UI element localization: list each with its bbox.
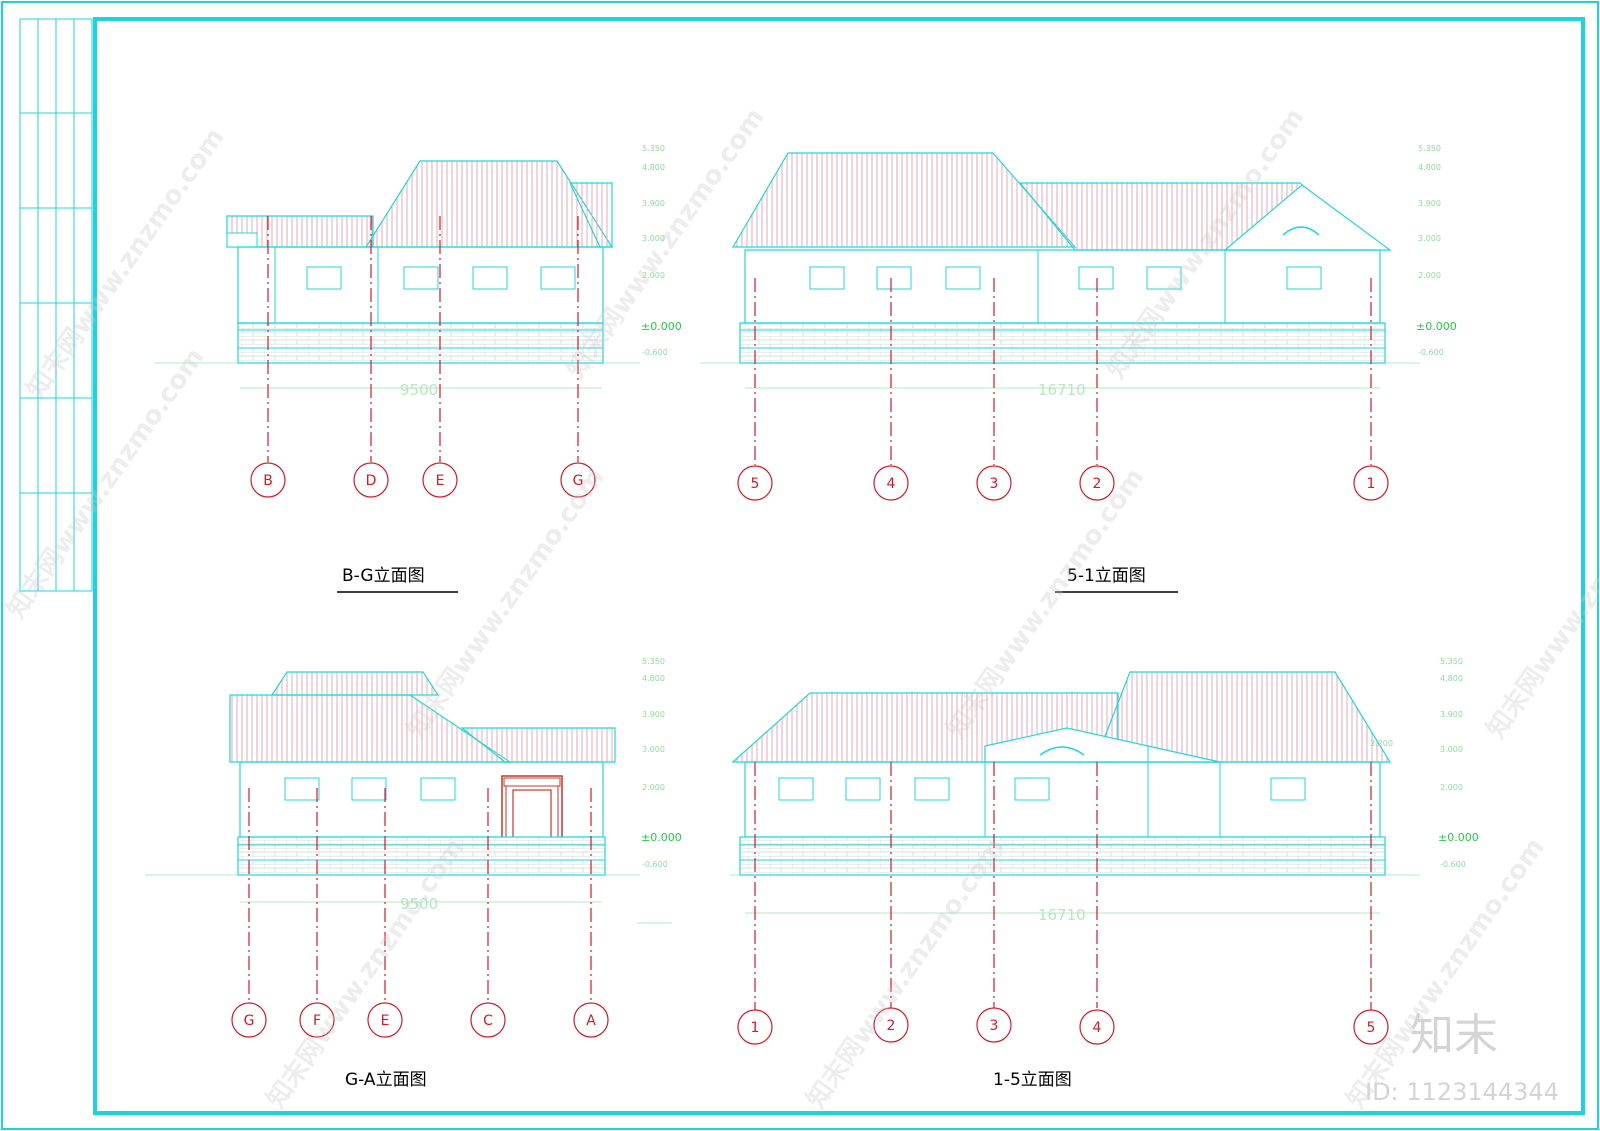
dimension-text: 9500 bbox=[400, 895, 438, 913]
axis-lines bbox=[754, 278, 1372, 465]
image-id: ID: 1123144344 bbox=[1365, 1078, 1559, 1106]
plinth bbox=[739, 322, 1386, 364]
svg-text:2.000: 2.000 bbox=[642, 783, 665, 792]
axis-label: 1 bbox=[1367, 476, 1376, 492]
roof bbox=[569, 182, 613, 248]
axis-lines bbox=[248, 788, 592, 1003]
svg-text:3.900: 3.900 bbox=[1418, 199, 1441, 208]
drawing-title: 5-1立面图 bbox=[1067, 566, 1146, 586]
svg-text:3.900: 3.900 bbox=[642, 710, 665, 719]
svg-text:±0.000: ±0.000 bbox=[1438, 831, 1479, 844]
svg-text:3.200: 3.200 bbox=[1370, 739, 1393, 748]
roof bbox=[364, 160, 614, 248]
axis-label: E bbox=[381, 1013, 390, 1029]
svg-text:3.000: 3.000 bbox=[1440, 745, 1463, 754]
svg-text:5.350: 5.350 bbox=[1418, 144, 1441, 153]
svg-text:2.000: 2.000 bbox=[1418, 271, 1441, 280]
level-marks: 5.350 4.800 3.900 3.000 2.000 ±0.000 -0.… bbox=[641, 657, 682, 869]
svg-text:-0.600: -0.600 bbox=[1440, 860, 1466, 869]
level-marks: 5.350 4.800 3.900 3.200 3.000 2.000 ±0.0… bbox=[1370, 657, 1479, 869]
axis-label: 5 bbox=[1367, 1020, 1376, 1036]
axis-label: G bbox=[573, 473, 584, 489]
axis-label: 4 bbox=[1093, 1020, 1102, 1036]
drawing-title: G-A立面图 bbox=[345, 1070, 427, 1090]
elevation-5-1: 16710 5.350 4.800 3.900 3.000 2.000 ±0.0… bbox=[700, 144, 1457, 593]
axis-label: 3 bbox=[990, 1018, 999, 1034]
dimension-text: 16710 bbox=[1038, 381, 1086, 399]
svg-text:±0.000: ±0.000 bbox=[641, 831, 682, 844]
svg-text:-0.600: -0.600 bbox=[642, 860, 668, 869]
axis-bubbles bbox=[737, 1007, 1389, 1045]
drawing-title: B-G立面图 bbox=[342, 566, 425, 586]
svg-text:4.800: 4.800 bbox=[1418, 163, 1441, 172]
watermark-layer: 知末网www.znzmo.com 知末网www.znzmo.com 知末网www… bbox=[1, 103, 1600, 1114]
svg-text:3.900: 3.900 bbox=[642, 199, 665, 208]
axis-label: B bbox=[263, 473, 273, 489]
dimension-text: 16710 bbox=[1038, 906, 1086, 924]
axis-label: 3 bbox=[990, 476, 999, 492]
elevation-b-g: 9500 5.350 4.800 3.900 3.000 2.000 ±0.00… bbox=[155, 144, 682, 593]
level-marks: 5.350 4.800 3.900 3.000 2.000 ±0.000 -0.… bbox=[641, 144, 682, 357]
axis-label: 2 bbox=[1093, 476, 1102, 492]
axis-bubbles bbox=[737, 465, 1389, 501]
axis-lines bbox=[754, 762, 1372, 1010]
axis-label: A bbox=[586, 1013, 596, 1029]
inner-frame bbox=[93, 17, 1585, 1115]
svg-text:3.000: 3.000 bbox=[642, 234, 665, 243]
svg-text:3.000: 3.000 bbox=[1418, 234, 1441, 243]
svg-text:5.350: 5.350 bbox=[1440, 657, 1463, 666]
plinth bbox=[739, 836, 1386, 876]
svg-text:5.350: 5.350 bbox=[642, 657, 665, 666]
drawing-title: 1-5立面图 bbox=[993, 1070, 1072, 1090]
svg-text:4.800: 4.800 bbox=[642, 674, 665, 683]
plinth bbox=[237, 322, 604, 364]
roof bbox=[270, 671, 440, 696]
dimension-text: 9500 bbox=[400, 381, 438, 399]
svg-text:3.900: 3.900 bbox=[1440, 710, 1463, 719]
axis-bubbles bbox=[231, 1002, 609, 1038]
svg-text:4.800: 4.800 bbox=[642, 163, 665, 172]
plinth bbox=[237, 836, 606, 876]
svg-text:±0.000: ±0.000 bbox=[641, 320, 682, 333]
wall bbox=[744, 249, 1381, 324]
axis-label: E bbox=[436, 473, 445, 489]
svg-text:3.000: 3.000 bbox=[642, 745, 665, 754]
roof bbox=[460, 727, 616, 763]
axis-label: F bbox=[313, 1013, 321, 1029]
svg-text:2.000: 2.000 bbox=[642, 271, 665, 280]
wall bbox=[237, 246, 604, 324]
level-marks: 5.350 4.800 3.900 3.000 2.000 ±0.000 -0.… bbox=[1416, 144, 1457, 357]
elevation-g-a: 9500 5.350 4.800 3.900 3.000 2.000 ±0.00… bbox=[145, 657, 682, 1090]
elevation-1-5: 16710 5.350 4.800 3.900 3.200 3.000 2.00… bbox=[730, 657, 1479, 1090]
svg-text:±0.000: ±0.000 bbox=[1416, 320, 1457, 333]
axis-label: 5 bbox=[751, 476, 760, 492]
axis-label: G bbox=[244, 1013, 255, 1029]
svg-text:5.350: 5.350 bbox=[642, 144, 665, 153]
axis-label: 2 bbox=[887, 1018, 896, 1034]
svg-text:2.000: 2.000 bbox=[1440, 783, 1463, 792]
svg-text:-0.600: -0.600 bbox=[642, 348, 668, 357]
axis-bubbles bbox=[250, 462, 596, 498]
title-strip bbox=[19, 18, 93, 592]
watermark-brand: 知末 bbox=[1410, 1010, 1498, 1061]
axis-lines bbox=[267, 216, 579, 462]
axis-label: D bbox=[366, 473, 377, 489]
roof bbox=[731, 152, 1077, 248]
axis-label: 1 bbox=[751, 1020, 760, 1036]
svg-text:4.800: 4.800 bbox=[1440, 674, 1463, 683]
axis-label: 4 bbox=[887, 476, 896, 492]
svg-text:知末网www.znzmo.com: 知末网www.znzmo.com bbox=[401, 463, 610, 744]
svg-text:-0.600: -0.600 bbox=[1418, 348, 1444, 357]
axis-label: C bbox=[483, 1013, 493, 1029]
